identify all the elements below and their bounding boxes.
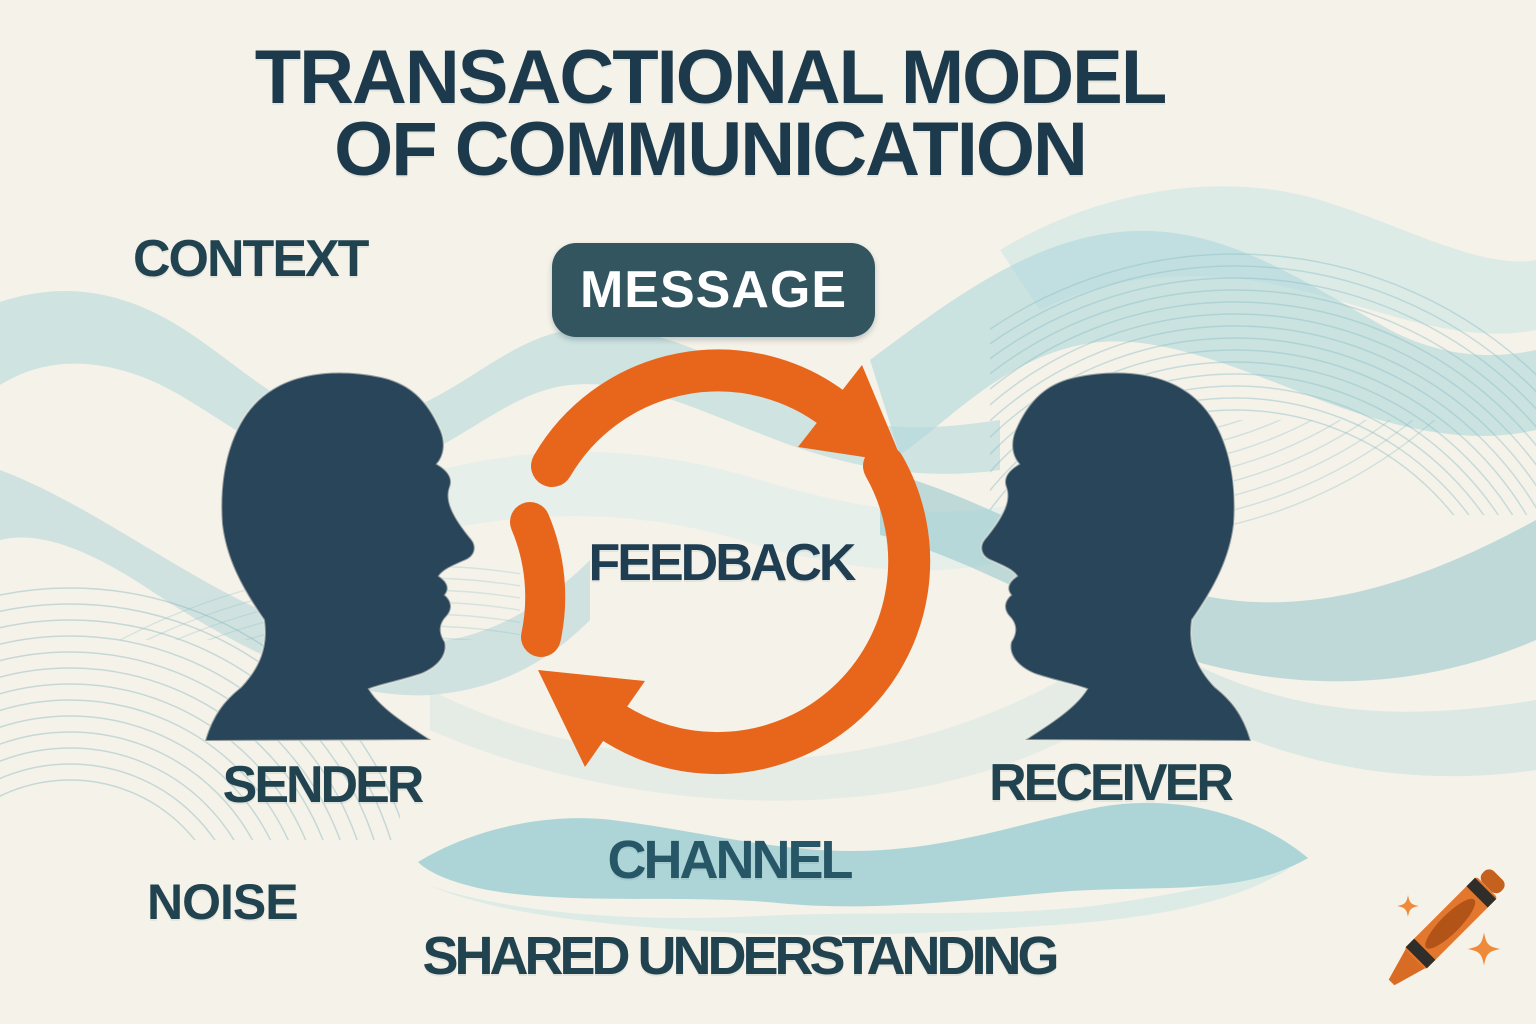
shared-understanding-label: SHARED UNDERSTANDING	[422, 926, 1059, 986]
receiver-head-silhouette	[980, 371, 1253, 743]
arrowhead-top-right	[798, 365, 903, 463]
feedback-label: FEEDBACK	[588, 534, 857, 592]
ripple-lines-top-right	[990, 253, 1536, 515]
message-label: MESSAGE	[579, 261, 848, 319]
page-title: TRANSACTIONAL MODEL OF COMMUNICATION	[254, 35, 1168, 192]
channel-wave	[418, 802, 1308, 935]
ripple-lines-bottom-left	[0, 587, 400, 840]
sender-head-silhouette	[203, 371, 476, 743]
sender-label: SENDER	[222, 756, 425, 814]
cycle-arc-top	[531, 349, 857, 487]
cycle-arc-left-crescent	[510, 502, 566, 657]
context-label: CONTEXT	[133, 230, 369, 288]
title-line-1: TRANSACTIONAL MODEL	[254, 35, 1168, 120]
sparkle-icon-large	[1467, 932, 1501, 966]
receiver-label: RECEIVER	[989, 754, 1234, 812]
crayon-icon	[1388, 869, 1505, 986]
cycle-arc-right-bottom	[587, 445, 931, 775]
noise-label: NOISE	[147, 874, 299, 930]
sparkle-icon-small	[1397, 895, 1419, 917]
message-badge: MESSAGE	[552, 243, 875, 337]
feedback-cycle-arrows	[510, 349, 931, 775]
title-line-2: OF COMMUNICATION	[334, 107, 1088, 192]
channel-label: CHANNEL	[607, 830, 854, 890]
arrowhead-bottom-left	[538, 670, 645, 767]
